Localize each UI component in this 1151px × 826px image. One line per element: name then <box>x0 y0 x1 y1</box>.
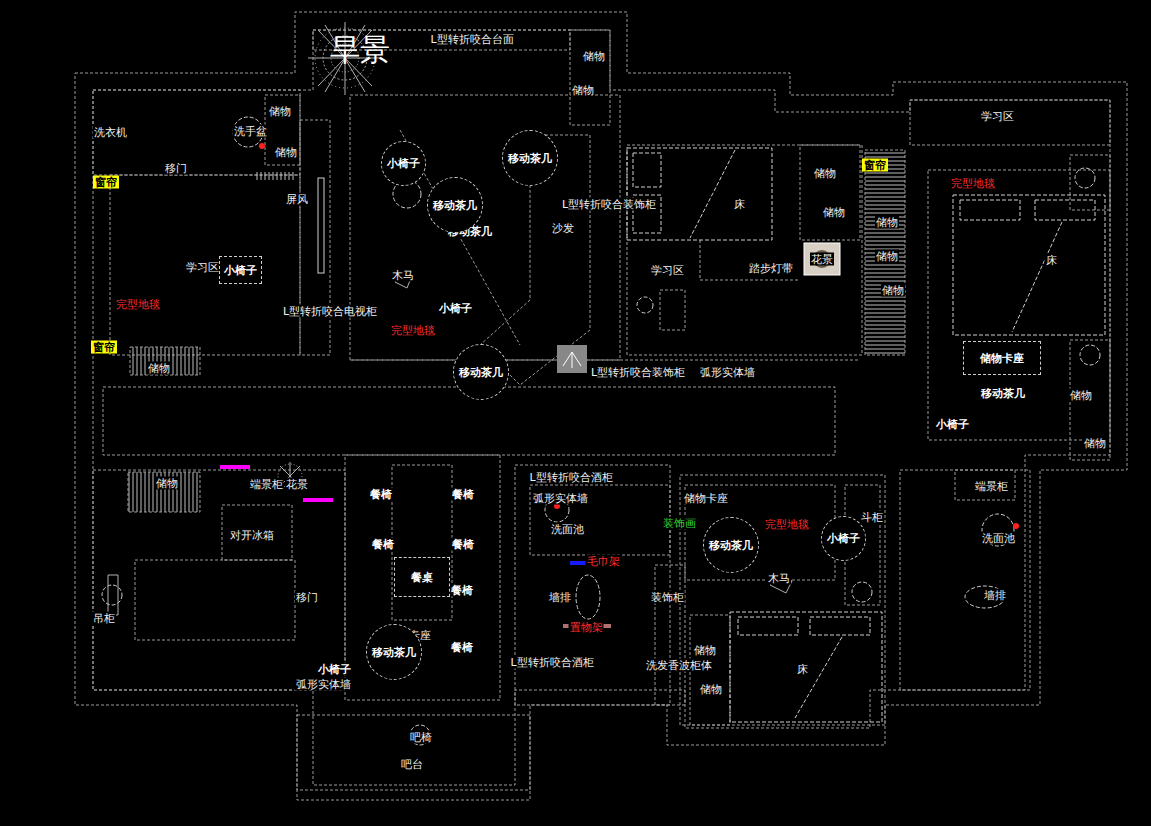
plan-label: L型转折咬合台面 <box>429 33 514 46</box>
furniture-label: 小椅子 <box>224 264 257 277</box>
plan-label: 洗衣机 <box>93 126 128 139</box>
round-table: 移动茶几 <box>703 517 759 573</box>
plan-label: 木马 <box>767 572 791 585</box>
plan-label: 餐椅 <box>369 488 393 501</box>
furniture-label: 移动茶几 <box>433 199 477 212</box>
furniture-label: 小椅子 <box>827 532 860 545</box>
plan-label: 储物 <box>1069 389 1093 402</box>
plan-label: L型转折咬合电视柜 <box>282 305 378 318</box>
plan-label: 储物 <box>155 477 179 490</box>
plan-label: 对开冰箱 <box>229 529 275 542</box>
plan-label: 储物卡座 <box>683 492 729 505</box>
plan-label: 完型地毯 <box>950 177 996 190</box>
plan-label: 移门 <box>295 591 319 604</box>
plan-label: 储物 <box>1083 437 1107 450</box>
plan-label: L型转折咬合酒柜 <box>509 656 594 669</box>
plan-label: 墙排 <box>983 589 1007 602</box>
plan-label: 储物 <box>699 683 723 696</box>
furniture-label: 小椅子 <box>387 157 420 170</box>
furniture-label: 餐桌 <box>411 571 433 584</box>
plan-label: 储物 <box>571 84 595 97</box>
plan-label: 吊柜 <box>92 612 116 625</box>
plan-label: 完型地毯 <box>390 324 436 337</box>
plan-label: 洗手盆 <box>233 125 268 138</box>
plan-label: 储物 <box>813 167 837 180</box>
plan-label: 餐椅 <box>371 538 395 551</box>
plan-label: L型转折咬合装饰柜 <box>590 366 686 379</box>
plan-label: 餐椅 <box>451 488 475 501</box>
furniture-box: 小椅子 <box>219 256 262 284</box>
plan-label: 储物 <box>268 105 292 118</box>
furniture-box: 储物卡座 <box>963 341 1041 375</box>
furniture-box: 餐桌 <box>394 557 450 597</box>
plan-label: 弧形实体墙 <box>532 492 589 505</box>
plan-label: 毛巾架 <box>586 555 621 568</box>
plan-label: 沙发 <box>551 222 575 235</box>
plan-label: 储物 <box>582 50 606 63</box>
plan-label: L型转折咬合酒柜 <box>528 471 613 484</box>
plan-label: 床 <box>796 663 809 676</box>
plan-label: 洗发香波柜体 <box>645 659 713 672</box>
round-table: 移动茶几 <box>366 624 422 680</box>
plan-label: 学习区 <box>185 261 220 274</box>
plan-label: 洗面池 <box>981 532 1016 545</box>
plan-label: 储物 <box>822 206 846 219</box>
plan-label: 屏风 <box>285 193 309 206</box>
plan-label: 移门 <box>164 162 188 175</box>
plan-label: 木马 <box>391 269 415 282</box>
plan-label: 学习区 <box>650 264 685 277</box>
round-table: 移动茶几 <box>502 130 558 186</box>
plan-label: 小椅子 <box>935 418 970 431</box>
plan-label: 端景柜 <box>249 478 284 491</box>
round-table: 移动茶几 <box>427 177 483 233</box>
plan-label: 端景柜 <box>974 480 1009 493</box>
plan-label: 装饰柜 <box>650 591 685 604</box>
furniture-label: 移动茶几 <box>508 152 552 165</box>
plan-label: 花景 <box>810 253 834 266</box>
plan-label: 窗帘 <box>862 159 888 172</box>
plan-label: 移动茶几 <box>980 387 1026 400</box>
plan-label: 窗帘 <box>91 341 117 354</box>
furniture-label: 移动茶几 <box>459 366 503 379</box>
plan-label: 储物 <box>274 146 298 159</box>
plan-label: 踏步灯带 <box>748 262 794 275</box>
plan-label: 斗柜 <box>860 511 884 524</box>
plan-label: 花景 <box>285 478 309 491</box>
plan-label: 窗帘 <box>93 176 119 189</box>
round-table: 移动茶几 <box>453 344 509 400</box>
plan-label: 洗面池 <box>550 523 585 536</box>
plan-label: 吧椅 <box>409 731 433 744</box>
furniture-label: 移动茶几 <box>372 646 416 659</box>
furniture-label: 移动茶几 <box>709 539 753 552</box>
plan-label: 完型地毯 <box>115 298 161 311</box>
plan-label: 小椅子 <box>438 302 473 315</box>
round-table: 小椅子 <box>381 141 426 186</box>
plan-label: L型转折咬合装饰柜 <box>561 198 657 211</box>
plan-label: 餐椅 <box>450 584 474 597</box>
plan-label: 餐椅 <box>450 641 474 654</box>
plan-label: 小椅子 <box>317 663 352 676</box>
plan-label: 储物 <box>147 362 171 375</box>
plan-label: 吧台 <box>400 758 424 771</box>
plan-label: 装饰画 <box>662 517 697 530</box>
furniture-label: 储物卡座 <box>980 352 1024 365</box>
plan-label: 床 <box>1045 254 1058 267</box>
plan-label: 置物架 <box>569 621 604 634</box>
plan-label: 学习区 <box>980 110 1015 123</box>
plan-label: 储物 <box>693 644 717 657</box>
plan-label: 床 <box>733 198 746 211</box>
plan-label: 储物 <box>875 216 899 229</box>
plan-label: 完型地毯 <box>764 518 810 531</box>
plan-label: 弧形实体墙 <box>295 678 352 691</box>
plan-label: 储物 <box>875 250 899 263</box>
plan-label: 储物 <box>881 284 905 297</box>
round-table: 小椅子 <box>821 516 866 561</box>
plan-label: 弧形实体墙 <box>699 366 756 379</box>
plan-label: 墙排 <box>548 591 572 604</box>
plan-label: 餐椅 <box>451 538 475 551</box>
garden-title: 旱景 <box>329 33 391 67</box>
